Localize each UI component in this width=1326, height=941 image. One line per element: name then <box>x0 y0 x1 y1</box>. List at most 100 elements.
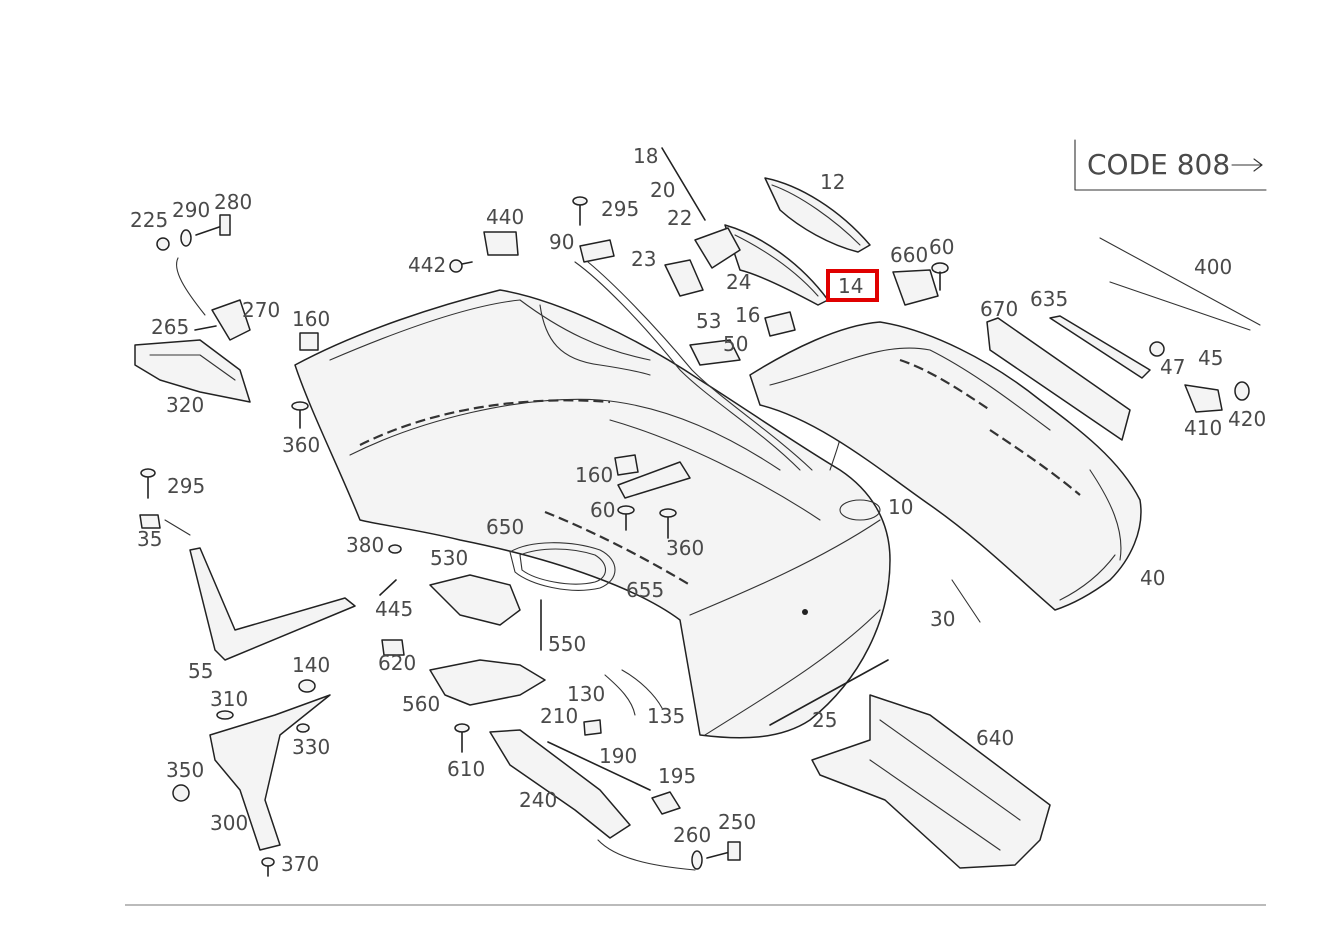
part-90-clip[interactable] <box>579 239 615 263</box>
part-640-underbody-panel[interactable] <box>811 694 1051 869</box>
part-280-bolt[interactable] <box>195 214 231 236</box>
callout-40[interactable]: 40 <box>1140 566 1165 590</box>
callout-23[interactable]: 23 <box>631 247 656 271</box>
part-350-grommet[interactable] <box>172 784 190 802</box>
callout-240[interactable]: 240 <box>519 788 557 812</box>
part-400-wiring[interactable] <box>1099 237 1261 331</box>
part-12-trim-panel[interactable] <box>764 177 871 253</box>
callout-190[interactable]: 190 <box>599 744 637 768</box>
part-295-screw-left[interactable] <box>140 468 156 499</box>
callout-280[interactable]: 280 <box>214 190 252 214</box>
callout-640[interactable]: 640 <box>976 726 1014 750</box>
callout-265[interactable]: 265 <box>151 315 189 339</box>
callout-360-top[interactable]: 360 <box>282 433 320 457</box>
callout-90[interactable]: 90 <box>549 230 574 254</box>
callout-560[interactable]: 560 <box>402 692 440 716</box>
callout-440[interactable]: 440 <box>486 205 524 229</box>
part-560-bracket[interactable] <box>429 659 546 706</box>
callout-610[interactable]: 610 <box>447 757 485 781</box>
callout-260[interactable]: 260 <box>673 823 711 847</box>
part-190-rod[interactable] <box>547 741 651 791</box>
part-sill-rail[interactable] <box>574 261 813 471</box>
part-410-sensor[interactable] <box>1184 384 1223 413</box>
callout-135[interactable]: 135 <box>647 704 685 728</box>
part-cable-lower[interactable] <box>597 839 696 871</box>
callout-290[interactable]: 290 <box>172 198 210 222</box>
part-30-strip[interactable] <box>951 579 981 623</box>
callout-670[interactable]: 670 <box>980 297 1018 321</box>
callout-350[interactable]: 350 <box>166 758 204 782</box>
part-380-clip[interactable] <box>388 544 402 554</box>
callout-360-mid[interactable]: 360 <box>666 536 704 560</box>
callout-53[interactable]: 53 <box>696 309 721 333</box>
part-300-bracket[interactable] <box>209 694 331 851</box>
callout-300[interactable]: 300 <box>210 811 248 835</box>
part-cable[interactable] <box>176 257 206 316</box>
callout-225[interactable]: 225 <box>130 208 168 232</box>
part-655-molding[interactable] <box>544 510 691 586</box>
part-210-clip[interactable] <box>583 719 602 736</box>
part-360-screw-mid[interactable] <box>659 508 677 539</box>
part-22-bracket[interactable] <box>694 227 741 269</box>
callout-445[interactable]: 445 <box>375 597 413 621</box>
callout-310[interactable]: 310 <box>210 687 248 711</box>
part-25-strip[interactable] <box>769 659 889 726</box>
part-660-bracket[interactable] <box>892 269 939 306</box>
part-140-grommet[interactable] <box>298 679 316 693</box>
part-610-screw[interactable] <box>454 723 470 753</box>
part-530-bracket[interactable] <box>429 574 521 626</box>
part-60-clip-top[interactable] <box>931 262 949 291</box>
callout-14[interactable]: 14 <box>838 274 863 298</box>
part-635-molding[interactable] <box>1049 315 1151 379</box>
callout-320[interactable]: 320 <box>166 393 204 417</box>
part-420-ring[interactable] <box>1234 381 1250 401</box>
callout-16[interactable]: 16 <box>735 303 760 327</box>
part-310-nut[interactable] <box>216 710 234 720</box>
callout-50[interactable]: 50 <box>723 332 748 356</box>
part-23-bracket[interactable] <box>664 259 704 297</box>
part-440-bracket[interactable] <box>483 231 519 256</box>
callout-380[interactable]: 380 <box>346 533 384 557</box>
callout-60-top[interactable]: 60 <box>929 235 954 259</box>
callout-10[interactable]: 10 <box>888 495 913 519</box>
callout-530[interactable]: 530 <box>430 546 468 570</box>
callout-160-top[interactable]: 160 <box>292 307 330 331</box>
part-60-clip-mid[interactable] <box>617 505 635 531</box>
callout-635[interactable]: 635 <box>1030 287 1068 311</box>
callout-160-mid[interactable]: 160 <box>575 463 613 487</box>
callout-25[interactable]: 25 <box>812 708 837 732</box>
part-135-trim[interactable] <box>621 669 663 709</box>
callout-295-left[interactable]: 295 <box>167 474 205 498</box>
callout-410[interactable]: 410 <box>1184 416 1222 440</box>
callout-60-mid[interactable]: 60 <box>590 498 615 522</box>
callout-47[interactable]: 47 <box>1160 355 1185 379</box>
part-620-clip[interactable] <box>381 639 405 656</box>
part-330-clip[interactable] <box>296 723 310 733</box>
callout-400[interactable]: 400 <box>1194 255 1232 279</box>
part-160-bracket-mid[interactable] <box>614 454 691 499</box>
callout-330[interactable]: 330 <box>292 735 330 759</box>
part-35-clip[interactable] <box>139 514 191 536</box>
part-670-reinforcement[interactable] <box>986 317 1131 441</box>
part-265-screw[interactable] <box>194 325 217 331</box>
part-18-rod[interactable] <box>661 147 706 221</box>
callout-420[interactable]: 420 <box>1228 407 1266 431</box>
part-295-screw-top[interactable] <box>572 196 588 226</box>
part-50-plate[interactable] <box>689 339 741 366</box>
callout-370[interactable]: 370 <box>281 852 319 876</box>
callout-35[interactable]: 35 <box>137 527 162 551</box>
callout-660[interactable]: 660 <box>890 243 928 267</box>
callout-140[interactable]: 140 <box>292 653 330 677</box>
callout-210[interactable]: 210 <box>540 704 578 728</box>
callout-195[interactable]: 195 <box>658 764 696 788</box>
part-160-clip-top[interactable] <box>299 332 319 351</box>
callout-30[interactable]: 30 <box>930 607 955 631</box>
callout-270[interactable]: 270 <box>242 298 280 322</box>
callout-55[interactable]: 55 <box>188 659 213 683</box>
part-16-clip[interactable] <box>764 311 796 337</box>
callout-250[interactable]: 250 <box>718 810 756 834</box>
callout-620[interactable]: 620 <box>378 651 416 675</box>
callout-22[interactable]: 22 <box>667 206 692 230</box>
part-320-guide[interactable] <box>134 339 251 403</box>
part-55-trim[interactable] <box>189 547 356 661</box>
